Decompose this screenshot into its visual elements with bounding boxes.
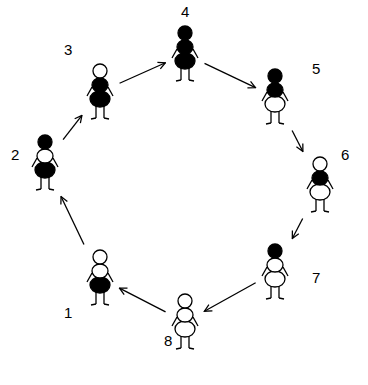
arrow-connector — [204, 283, 255, 311]
figure-node: 4 — [170, 25, 200, 83]
figure-limb — [48, 177, 49, 189]
figure-limb — [311, 211, 316, 212]
figure-drawing — [170, 293, 200, 351]
figure-limb — [324, 211, 329, 212]
stick-figure — [32, 135, 58, 190]
arrow-connector — [120, 63, 166, 84]
figure-drawing — [85, 249, 115, 307]
figure-limb — [103, 292, 104, 304]
stick-figure — [262, 69, 288, 124]
figure-head — [178, 294, 192, 308]
figure-lower-body — [175, 53, 195, 69]
figure-limb — [278, 286, 279, 298]
figure-node: 3 — [85, 63, 115, 121]
callout-number: 6 — [341, 146, 349, 164]
figure-limb — [49, 189, 54, 190]
figure-limb — [270, 286, 271, 298]
stick-figure — [172, 26, 198, 81]
figure-limb — [104, 118, 109, 119]
figure-lower-body — [310, 184, 330, 200]
figure-node: 2 — [30, 134, 60, 192]
stick-figure — [87, 64, 113, 119]
figure-node: 6 — [305, 156, 335, 214]
figure-head — [178, 26, 192, 40]
figure-limb — [103, 106, 104, 118]
figure-limb — [278, 111, 279, 123]
callout-number: 1 — [64, 304, 72, 322]
arrow-connector — [119, 288, 165, 312]
figure-limb — [189, 80, 194, 81]
figure-node: 8 — [170, 293, 200, 351]
figure-lower-body — [35, 162, 55, 178]
stick-figure — [172, 294, 198, 349]
callout-number: 4 — [181, 3, 189, 21]
figure-drawing — [260, 243, 290, 301]
figure-limb — [91, 118, 96, 119]
figure-limb — [104, 304, 109, 305]
callout-number: 8 — [164, 332, 172, 350]
figure-drawing — [85, 63, 115, 121]
figure-lower-body — [265, 96, 285, 112]
callout-number: 3 — [64, 41, 72, 59]
figure-head — [38, 135, 52, 149]
figure-upper-body — [267, 258, 283, 272]
figure-limb — [279, 123, 284, 124]
figure-drawing — [305, 156, 335, 214]
figure-limb — [180, 68, 181, 80]
figure-upper-body — [312, 171, 328, 185]
figure-limb — [323, 199, 324, 211]
figure-upper-body — [37, 149, 53, 163]
figure-upper-body — [92, 78, 108, 92]
figure-limb — [188, 68, 189, 80]
figure-limb — [176, 348, 181, 349]
figure-upper-body — [92, 264, 108, 278]
figure-limb — [188, 336, 189, 348]
figure-lower-body — [175, 321, 195, 337]
figure-drawing — [170, 25, 200, 83]
figure-node: 7 — [260, 243, 290, 301]
figure-head — [313, 157, 327, 171]
callout-number: 2 — [11, 146, 19, 164]
figure-limb — [279, 298, 284, 299]
figure-limb — [266, 298, 271, 299]
figure-node: 1 — [85, 249, 115, 307]
figure-limb — [95, 292, 96, 304]
figure-head — [268, 244, 282, 258]
figure-limb — [95, 106, 96, 118]
stick-figure — [262, 244, 288, 299]
figure-node: 5 — [260, 68, 290, 126]
arrow-connector — [292, 218, 302, 238]
figure-lower-body — [265, 271, 285, 287]
figure-head — [93, 64, 107, 78]
callout-number: 7 — [312, 269, 320, 287]
figure-limb — [270, 111, 271, 123]
figure-upper-body — [177, 40, 193, 54]
figure-limb — [91, 304, 96, 305]
figure-upper-body — [267, 83, 283, 97]
figure-limb — [40, 177, 41, 189]
figure-drawing — [30, 134, 60, 192]
figure-lower-body — [90, 91, 110, 107]
arrow-connector — [292, 130, 303, 151]
figure-limb — [180, 336, 181, 348]
figure-drawing — [260, 68, 290, 126]
stick-figure — [87, 250, 113, 305]
figure-limb — [36, 189, 41, 190]
figure-head — [268, 69, 282, 83]
arrow-connector — [205, 63, 256, 87]
figure-upper-body — [177, 308, 193, 322]
figure-limb — [189, 348, 194, 349]
figure-limb — [176, 80, 181, 81]
figure-limb — [266, 123, 271, 124]
figure-head — [93, 250, 107, 264]
stick-figure — [307, 157, 333, 212]
callout-number: 5 — [312, 60, 320, 78]
arrow-connector — [63, 115, 82, 139]
arrow-connector — [61, 197, 84, 245]
figure-lower-body — [90, 277, 110, 293]
figure-limb — [315, 199, 316, 211]
